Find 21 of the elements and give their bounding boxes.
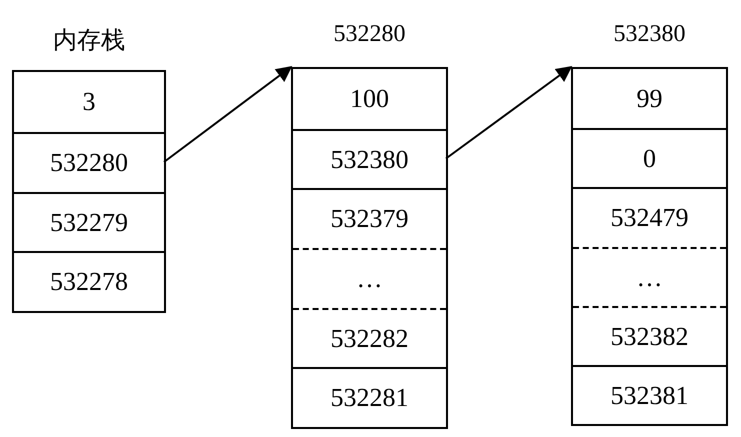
block-heading: 532280 bbox=[332, 21, 406, 48]
pointer-arrow bbox=[163, 66, 292, 163]
block-heading: 内存栈 bbox=[52, 27, 126, 56]
cell-value: 532278 bbox=[50, 267, 128, 297]
pointer-arrow bbox=[445, 66, 572, 160]
cell-value: 99 bbox=[636, 84, 662, 114]
cell-value: … bbox=[636, 262, 662, 292]
cell-value: 100 bbox=[350, 84, 389, 114]
cell-value: 532281 bbox=[330, 383, 408, 413]
cell-value: 0 bbox=[643, 144, 656, 174]
cell-value: 532380 bbox=[330, 144, 408, 174]
cell-value: 532279 bbox=[50, 208, 128, 238]
block-heading: 532380 bbox=[612, 21, 686, 48]
cell-value: 532479 bbox=[610, 203, 688, 233]
cell-value: 532381 bbox=[610, 380, 688, 410]
cell-value: 532382 bbox=[610, 322, 688, 352]
cell-value: 532282 bbox=[330, 324, 408, 354]
cell-value: 532280 bbox=[50, 148, 128, 178]
cell-value: 532379 bbox=[330, 204, 408, 234]
cell-value: … bbox=[356, 264, 382, 294]
cell-value: 3 bbox=[82, 87, 96, 117]
